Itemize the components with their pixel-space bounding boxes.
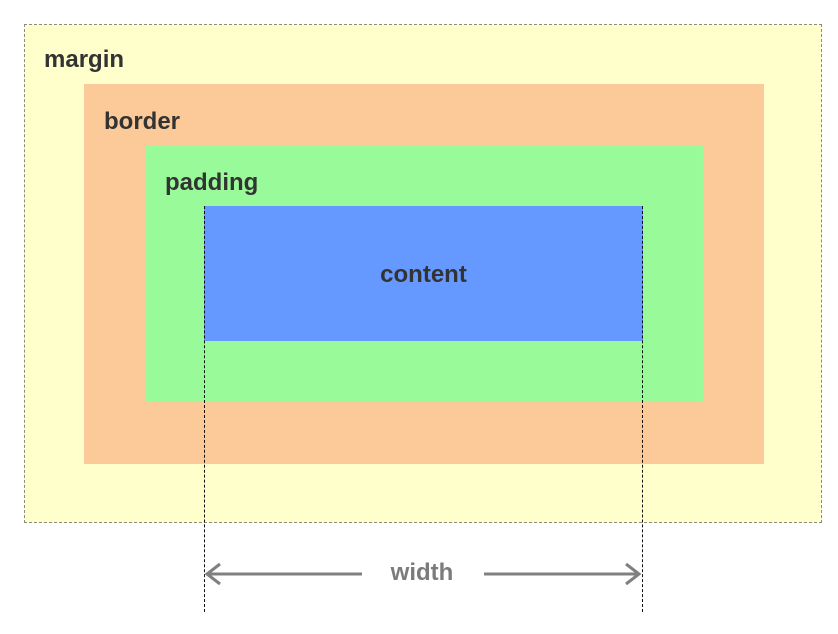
right-width-guide-line: [642, 206, 643, 612]
content-label: content: [380, 261, 467, 288]
border-label: border: [104, 108, 181, 135]
width-label: width: [390, 559, 454, 586]
margin-label: margin: [44, 46, 125, 73]
left-width-guide-line: [204, 206, 205, 612]
right-arrow: [484, 562, 642, 586]
left-arrow: [204, 562, 362, 586]
padding-label: padding: [165, 169, 259, 196]
content-box: [204, 206, 643, 341]
